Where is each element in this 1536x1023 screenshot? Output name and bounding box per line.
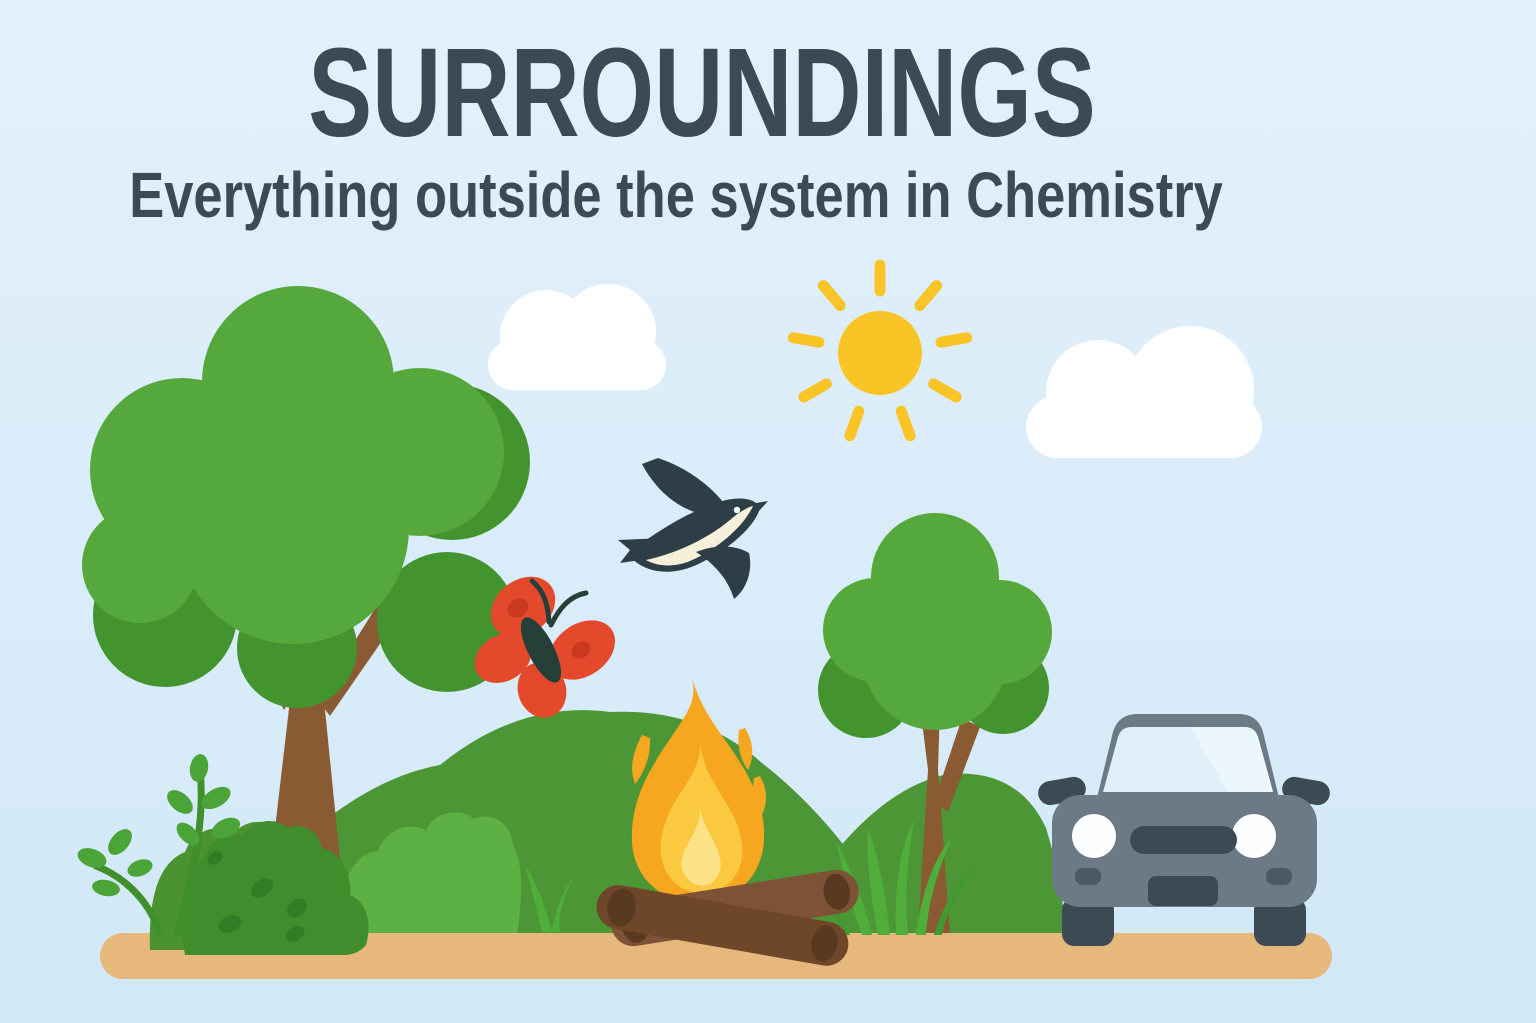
car-wheel-left (1062, 898, 1114, 946)
cloud-base (1026, 396, 1262, 458)
sun-ray (935, 332, 973, 348)
sprig-leaf (92, 879, 120, 897)
plant-sprigs (77, 754, 241, 937)
butterfly-antenna (529, 578, 552, 625)
bush-light (339, 812, 522, 936)
sprig-leaf (77, 848, 107, 868)
cloud-right-icon (1026, 326, 1262, 458)
grass-blade (820, 898, 850, 935)
bush-spot (287, 898, 307, 918)
sprig-stem (92, 862, 164, 937)
sprig-leaf (167, 790, 193, 814)
log-end (823, 873, 850, 910)
grass-sprout (526, 866, 574, 932)
trunk (918, 690, 950, 933)
tree-right (818, 513, 1052, 933)
sprig-stem (174, 766, 205, 937)
sprig-leaf (211, 817, 241, 839)
cloud-left-icon (488, 284, 666, 390)
flame-wisp-left (632, 735, 651, 784)
grass-blade (934, 866, 976, 935)
sun-ray (844, 405, 865, 442)
flame-wisp-right (738, 728, 753, 770)
page-subtitle: Everything outside the system in Chemist… (129, 159, 1223, 231)
grass-blade (895, 820, 914, 935)
car-headlight-right (1232, 814, 1276, 858)
bird-body (628, 498, 768, 572)
bird-lower-wing (696, 546, 751, 599)
sun-disc (838, 311, 922, 395)
grass-blade (552, 876, 574, 932)
car-headlight-left (1072, 814, 1116, 858)
bush-spotted (182, 821, 369, 955)
car-windshield-highlight (1190, 727, 1273, 792)
grass-blade (526, 866, 552, 932)
sun-ray (914, 280, 943, 312)
ground (100, 933, 1332, 979)
log-end (607, 888, 636, 927)
log (596, 885, 849, 966)
canopy-circle (863, 586, 1007, 730)
bush-spot (251, 878, 273, 898)
car-plate (1148, 876, 1218, 906)
sprig-leaf (176, 822, 200, 846)
car-wheel-right (1254, 898, 1306, 946)
butterfly-wing-spot (507, 598, 529, 618)
tree-left-canopy (82, 286, 530, 708)
sprig-leaf (201, 786, 231, 810)
canopy-circle (82, 507, 198, 623)
butterfly-icon (474, 576, 616, 718)
car-icon (1038, 714, 1330, 946)
butterfly-antenna (548, 590, 589, 628)
grass-blade (916, 838, 952, 935)
sun-ray (817, 280, 846, 312)
sprig-leaf (127, 859, 153, 877)
butterfly-wing-spot (571, 641, 591, 659)
branch (934, 718, 980, 812)
butterfly-body (520, 617, 562, 683)
sun-ray (895, 405, 916, 442)
sun-ray (928, 378, 962, 403)
sun-ray (787, 332, 825, 348)
log-front (596, 885, 849, 966)
grass-blade (867, 828, 890, 935)
tree-right-canopy (818, 513, 1052, 738)
car-grille (1130, 826, 1237, 854)
sprig-leaf (108, 829, 132, 855)
bush-spot (207, 851, 223, 865)
bush-spot (285, 926, 305, 942)
canopy-circle (177, 412, 409, 644)
campfire (596, 678, 859, 966)
car-foglight-right (1266, 868, 1292, 885)
bush-spot (218, 915, 242, 933)
cloud-base (488, 340, 666, 390)
sprig-leaf (189, 754, 209, 782)
tree-right-trunk (918, 690, 980, 933)
swallow-bird-icon (618, 458, 768, 599)
log-end (811, 925, 838, 962)
bird-eye (733, 506, 741, 514)
bird-upper-wing (642, 458, 723, 516)
butterfly-wing (474, 633, 532, 683)
sun-icon (787, 259, 973, 442)
page-title: SURROUNDINGS (308, 22, 1096, 163)
car-foglight-left (1075, 868, 1101, 885)
sun-ray (798, 378, 832, 403)
flame-wisp-right-low (752, 776, 766, 818)
flame-core (681, 810, 721, 886)
